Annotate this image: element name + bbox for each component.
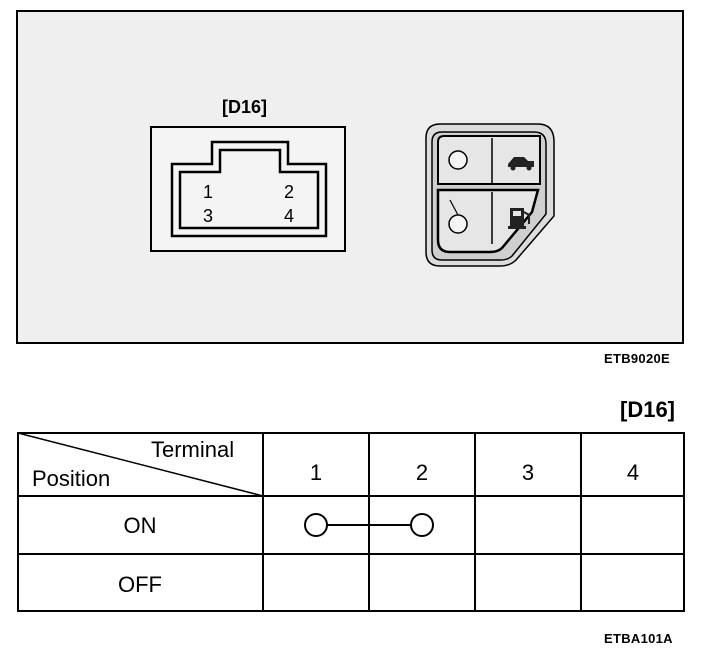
column-header-3: 3 [521,460,535,485]
pin-2-label: 2 [284,182,295,202]
figure-code: ETB9020E [604,351,670,366]
header-terminal: Terminal [151,437,235,462]
pin-1-label: 1 [203,182,214,202]
connector-housing [150,126,346,252]
continuity-table: Terminal Position 1 2 3 4 ON OFF [17,432,685,612]
row-label-on: ON [123,513,157,538]
trunk-indicator-icon [448,150,468,170]
connector-face [170,140,328,238]
column-header-4: 4 [626,460,640,485]
terminal-1-circle [304,513,328,537]
connector-figure-panel [16,10,684,344]
connector-label: [D16] [222,97,268,117]
header-position: Position [32,466,111,491]
table-grid [17,432,685,612]
column-header-1: 1 [309,460,323,485]
fuel-pump-icon [508,208,530,229]
column-header-2: 2 [415,460,429,485]
row-label-off: OFF [118,572,162,597]
table-connector-tag: [D16] [620,397,676,422]
fuel-indicator-icon [448,214,468,234]
header-diagonal [17,432,264,497]
connection-layer [304,513,434,537]
terminal-2-circle [410,513,434,537]
trunk-car-icon [508,157,534,171]
pin-4-label: 4 [284,206,295,226]
opener-switch-illustration [425,123,555,267]
pin-3-label: 3 [203,206,214,226]
table-code: ETBA101A [604,631,673,646]
